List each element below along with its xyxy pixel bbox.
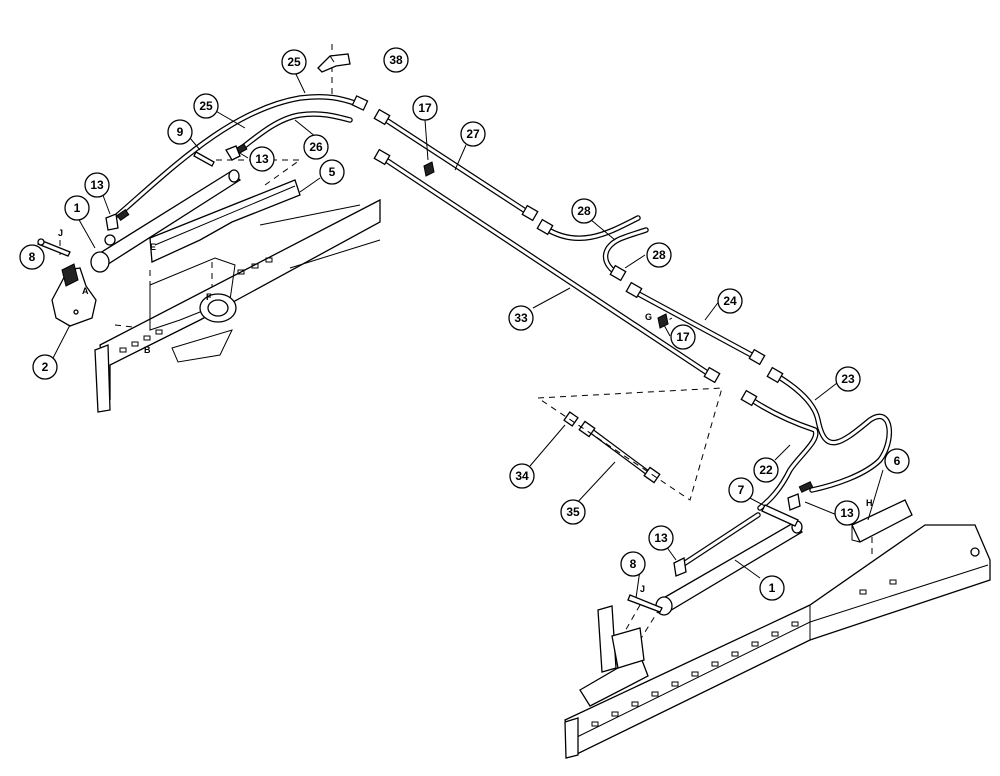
right-bracket-6 (851, 499, 913, 543)
svg-text:38: 38 (389, 53, 403, 67)
callout-25-left: 25 (193, 93, 219, 119)
left-frame (94, 198, 381, 413)
callout-13-lower: 13 (648, 525, 674, 551)
hose-22 (749, 397, 819, 511)
callout-27: 27 (460, 121, 486, 147)
letter-e: E (150, 242, 156, 252)
callout-6: 6 (884, 448, 910, 474)
elbow-13-left (105, 213, 119, 231)
hose-24 (632, 289, 760, 361)
callout-35: 35 (560, 499, 586, 525)
callout-28-upper: 28 (571, 198, 597, 224)
elbow-13-left-upper (225, 145, 241, 161)
letter-b: B (144, 345, 151, 355)
callout-25-top: 25 (281, 49, 307, 75)
elbow-13-right (673, 493, 801, 577)
letter-j-left: J (58, 228, 63, 238)
svg-text:1: 1 (769, 581, 776, 595)
svg-text:5: 5 (329, 165, 336, 179)
hose-27 (380, 115, 530, 215)
callout-1-right: 1 (759, 575, 785, 601)
letter-markers: J A B E F G H J (58, 228, 873, 594)
callout-8-left: 8 (19, 244, 45, 270)
svg-text:13: 13 (840, 506, 854, 520)
callout-7: 7 (728, 477, 754, 503)
svg-text:26: 26 (309, 140, 323, 154)
callout-28-lower: 28 (646, 242, 672, 268)
callout-9: 9 (167, 119, 193, 145)
svg-text:9: 9 (177, 125, 184, 139)
left-cylinder (90, 169, 242, 273)
svg-text:6: 6 (894, 454, 901, 468)
svg-text:28: 28 (577, 204, 591, 218)
svg-text:13: 13 (255, 152, 269, 166)
callout-5: 5 (319, 159, 345, 185)
hose-26 (239, 111, 353, 151)
left-bracket-5 (149, 179, 301, 263)
letter-f: F (206, 292, 212, 302)
callout-2: 2 (32, 354, 58, 380)
hose-33 (380, 155, 715, 379)
callout-17-upper: 17 (412, 95, 438, 121)
callout-13-right: 13 (834, 500, 860, 526)
svg-text:23: 23 (841, 372, 855, 386)
callout-17-lower: 17 (670, 324, 696, 350)
svg-text:25: 25 (287, 55, 301, 69)
letter-a: A (82, 286, 89, 296)
frame-slots-right (591, 579, 897, 727)
pin-9 (193, 151, 215, 167)
clip-17-lower (657, 313, 669, 329)
svg-text:13: 13 (90, 178, 104, 192)
callout-1-left: 1 (64, 195, 90, 221)
svg-text:34: 34 (515, 469, 529, 483)
right-cylinder (655, 520, 803, 616)
callout-13-left: 13 (84, 172, 110, 198)
svg-text:33: 33 (514, 311, 528, 325)
callout-38: 38 (383, 47, 409, 73)
hose-28 (542, 215, 649, 278)
svg-text:17: 17 (676, 330, 690, 344)
letter-j-right: J (640, 584, 645, 594)
callout-leaders (51, 69, 884, 599)
pin-8-left (37, 238, 71, 257)
rod-7 (761, 504, 799, 527)
callout-24: 24 (717, 288, 743, 314)
svg-text:8: 8 (630, 557, 637, 571)
callout-8-right: 8 (620, 551, 646, 577)
clip-38 (317, 53, 351, 73)
svg-text:27: 27 (466, 127, 480, 141)
svg-text:1: 1 (74, 201, 81, 215)
hose-35 (587, 427, 655, 479)
hose-fittings (116, 95, 814, 493)
callout-22: 22 (753, 457, 779, 483)
letter-g: G (645, 312, 652, 322)
callout-34: 34 (509, 463, 535, 489)
callout-13-upper: 13 (249, 146, 275, 172)
svg-text:2: 2 (42, 360, 49, 374)
svg-text:35: 35 (566, 505, 580, 519)
callout-23: 23 (835, 366, 861, 392)
left-bracket-2 (51, 263, 97, 327)
svg-text:25: 25 (199, 99, 213, 113)
svg-text:28: 28 (652, 248, 666, 262)
frame-slots-left (119, 257, 273, 353)
callout-26: 26 (303, 134, 329, 160)
hose-25 (115, 93, 361, 218)
hose-13-lower (679, 512, 761, 568)
svg-text:7: 7 (738, 483, 745, 497)
callout-33: 33 (508, 305, 534, 331)
hose-23 (776, 374, 893, 493)
pin-8-right (627, 594, 663, 613)
svg-text:13: 13 (654, 531, 668, 545)
clip-17-upper (423, 161, 435, 177)
svg-text:8: 8 (29, 250, 36, 264)
svg-text:22: 22 (759, 463, 773, 477)
svg-text:17: 17 (418, 101, 432, 115)
right-frame (564, 524, 991, 759)
letter-h: H (866, 498, 873, 508)
svg-text:24: 24 (723, 294, 737, 308)
